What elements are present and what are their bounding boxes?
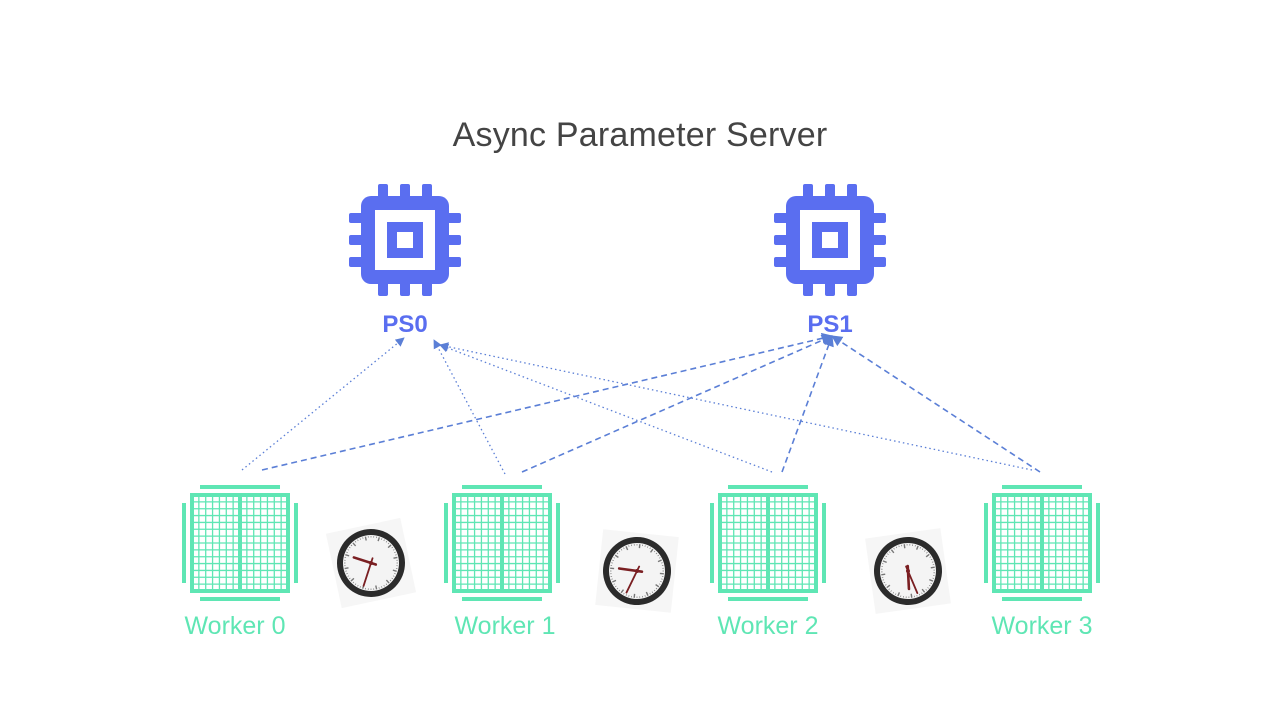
worker-3-tpu-grid-icon bbox=[984, 485, 1100, 601]
edge-worker-0-to-ps0 bbox=[241, 337, 405, 471]
clock-icon-2 bbox=[865, 528, 951, 614]
clock-icon-1 bbox=[595, 529, 679, 613]
ps1-label: PS1 bbox=[807, 311, 853, 338]
ps0-label: PS0 bbox=[382, 311, 428, 338]
edge-worker-3-to-ps0 bbox=[439, 342, 1033, 471]
worker-2-label: Worker 2 bbox=[717, 612, 819, 640]
edge-worker-2-to-ps1 bbox=[781, 334, 834, 473]
edge-worker-0-to-ps1 bbox=[261, 332, 834, 471]
diagram-title: Async Parameter Server bbox=[452, 116, 828, 154]
edge-worker-3-to-ps1 bbox=[831, 335, 1041, 473]
ps0-cpu-chip-icon bbox=[349, 184, 461, 296]
edge-worker-1-to-ps0 bbox=[433, 339, 506, 475]
worker-0-label: Worker 0 bbox=[184, 612, 286, 640]
worker-1-tpu-grid-icon bbox=[444, 485, 560, 601]
clock-icon-0 bbox=[325, 517, 417, 609]
worker-3-label: Worker 3 bbox=[991, 612, 1093, 640]
worker-1-label: Worker 1 bbox=[454, 612, 556, 640]
edge-worker-2-to-ps0 bbox=[439, 343, 773, 473]
ps1-cpu-chip-icon bbox=[774, 184, 886, 296]
worker-2-tpu-grid-icon bbox=[710, 485, 826, 601]
worker-0-tpu-grid-icon bbox=[182, 485, 298, 601]
edge-worker-1-to-ps1 bbox=[521, 334, 834, 473]
